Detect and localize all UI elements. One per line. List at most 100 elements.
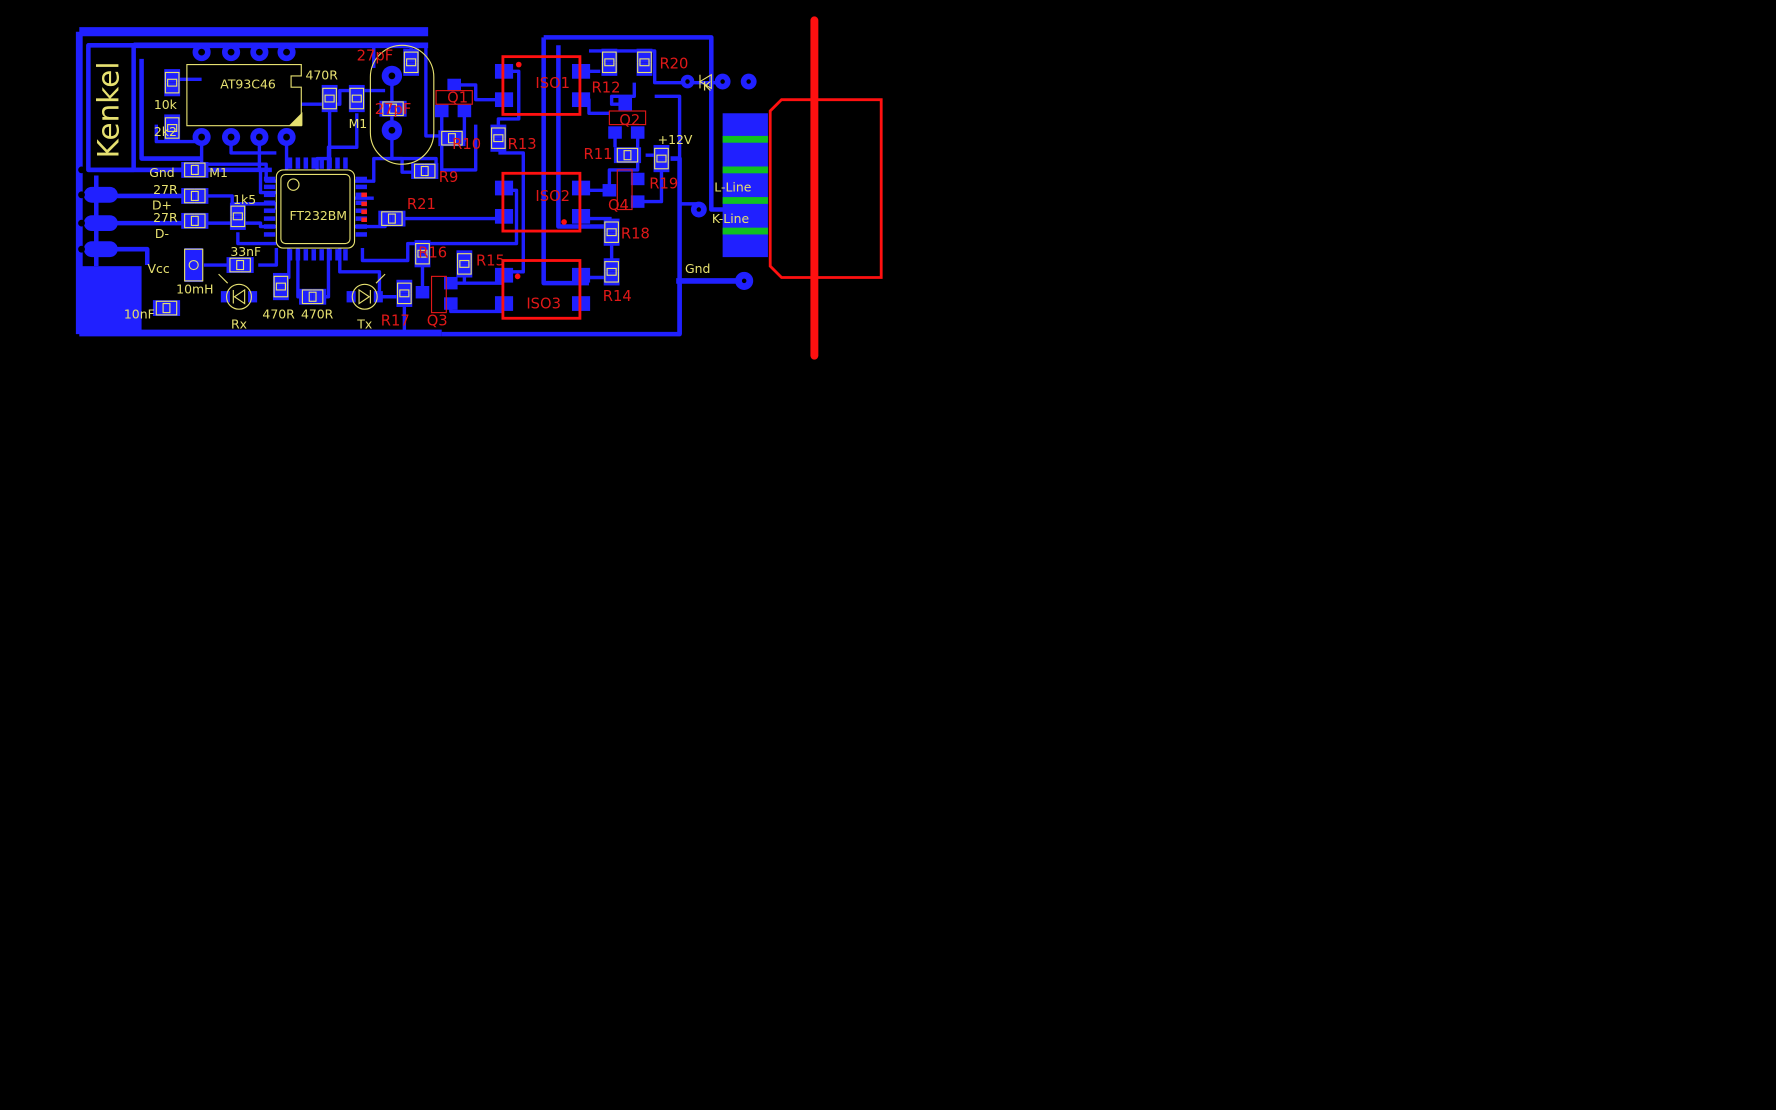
smd-pad [630, 126, 645, 139]
copper-trace [360, 188, 519, 263]
led-outline [225, 283, 253, 310]
smd-pad [295, 157, 301, 169]
smd-pad [321, 84, 338, 99]
reference-designator: Q3 [427, 313, 448, 330]
smd-pad [346, 291, 356, 303]
smd-pad [613, 147, 628, 164]
eeprom-outline [186, 63, 302, 127]
copper-trace [543, 35, 725, 212]
smd-pad [602, 184, 617, 197]
smd-pad [152, 300, 167, 317]
reference-designator: ISO1 [535, 75, 570, 92]
via-hole [746, 79, 751, 84]
copper-trace [258, 248, 279, 267]
ft232-inner [280, 173, 351, 245]
copper-trace [236, 232, 277, 246]
smd-pad [272, 272, 289, 287]
copper-trace [354, 156, 415, 183]
smd-pad [312, 288, 327, 305]
smd-pad [630, 195, 645, 208]
resistor-outline [637, 51, 652, 74]
silkscreen-label: FT232BM [290, 208, 348, 223]
smd-pad [181, 212, 195, 229]
silkscreen-label: +12V [658, 132, 693, 147]
smd-pad [295, 249, 301, 261]
obd-connector-outline [768, 98, 883, 279]
resistor-outline [229, 257, 251, 273]
components [152, 16, 883, 360]
resistor-outline [413, 163, 436, 179]
connector-stripe [722, 227, 768, 235]
copper-trace [654, 94, 697, 206]
resistor-outline [457, 253, 472, 275]
pin1-dot [287, 178, 300, 191]
smd-pad [263, 232, 276, 237]
led-arrow-icon [218, 273, 229, 284]
smd-pad [263, 200, 276, 206]
resistor-outline [322, 87, 337, 110]
smd-pad [166, 300, 181, 317]
smd-pad [335, 157, 340, 169]
smd-pad [263, 176, 276, 182]
reference-designator: 27pF [357, 48, 394, 65]
smd-pad [373, 291, 383, 303]
transistor-outline [608, 110, 647, 126]
resistor-body [447, 133, 456, 144]
resistor-body [190, 215, 199, 226]
silkscreen-label: D- [155, 226, 169, 241]
transistor-outline [430, 275, 447, 314]
pin-hole [198, 48, 206, 56]
resistor-body [236, 259, 245, 271]
smd-pad [618, 97, 633, 111]
resistor-outline [230, 205, 246, 228]
smd-pad [303, 249, 309, 261]
led-diode-icon [358, 288, 371, 305]
pin1-dot [514, 273, 521, 280]
smd-pad [343, 249, 348, 261]
smd-pad [608, 126, 622, 139]
smd-pad [434, 104, 449, 118]
resistor-body [656, 154, 667, 163]
smd-pad [653, 158, 670, 173]
inductor-mark [188, 259, 199, 271]
resistor-body [459, 259, 470, 268]
silkscreen-label: 27R [153, 182, 178, 197]
silkscreen-label: Kenkel [91, 61, 125, 158]
resistor-body [639, 58, 650, 67]
resistor-outline [381, 211, 403, 226]
smd-pad [327, 249, 332, 261]
resistor-body [406, 58, 417, 67]
resistor-body [308, 291, 317, 302]
silkscreen-label: 10nF [124, 306, 155, 321]
resistor-body [324, 94, 335, 103]
led-outline [351, 283, 378, 310]
resistor-outline [441, 130, 463, 146]
smd-pad [601, 62, 618, 76]
silkscreen-label: Tx [356, 317, 372, 332]
smd-pad [456, 263, 473, 278]
resistor-body [399, 289, 410, 298]
smd-pad [263, 192, 276, 198]
usb-connector-pad [83, 215, 118, 232]
resistor-outline [301, 289, 324, 305]
smd-pad [396, 279, 413, 294]
silkscreen-label: L-Line [714, 180, 751, 195]
resistor-body [167, 124, 178, 132]
transistor-outline [616, 169, 633, 211]
smd-pad [355, 232, 367, 237]
smd-pad [391, 210, 406, 227]
reference-designator: R18 [621, 225, 650, 242]
smd-pad [287, 157, 293, 169]
resistor-body [232, 212, 243, 221]
smd-pad [348, 98, 365, 113]
resistor-outline [602, 51, 617, 74]
smd-pad [438, 130, 452, 147]
smd-pad [263, 216, 276, 221]
smd-pad [263, 208, 276, 213]
silkscreen-label: 10k [154, 97, 178, 112]
resistor-outline [604, 261, 619, 283]
reference-designator: R14 [603, 288, 632, 305]
smd-pad [603, 258, 620, 272]
smd-pad [311, 157, 317, 169]
connector-stripe [722, 197, 768, 204]
